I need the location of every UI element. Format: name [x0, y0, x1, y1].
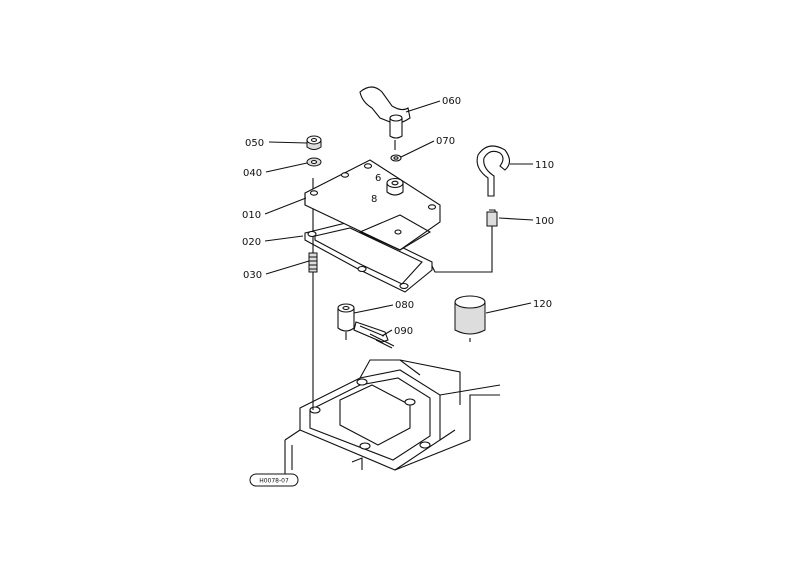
washer-070: [390, 154, 402, 162]
callout-010: 010: [242, 210, 261, 221]
lever-060: [359, 86, 411, 150]
lower-housing: [284, 359, 501, 475]
stud-030: [308, 252, 318, 273]
callout-090: 090: [394, 326, 413, 337]
callout-100: 100: [535, 216, 554, 227]
callout-040: 040: [243, 168, 262, 179]
sleeve-120: [454, 295, 486, 342]
callout-120: 120: [533, 299, 552, 310]
leader-lines: [264, 100, 534, 337]
fitting-100: [431, 209, 498, 273]
rod-090: [353, 321, 395, 349]
bushing-080: [337, 303, 355, 340]
callout-030: 030: [243, 270, 262, 281]
cover-plate-010: 6 8: [304, 159, 441, 251]
callout-050: 050: [245, 138, 264, 149]
callout-labels: 050 040 010 020 030 060 070 110 100 080 …: [242, 96, 554, 337]
callout-080: 080: [395, 300, 414, 311]
plate-mark-a: 6: [375, 173, 381, 184]
hook-110: [476, 145, 511, 197]
drawing-reference: H0078-07: [249, 473, 299, 487]
plate-mark-b: 8: [371, 194, 377, 205]
washer-040: [306, 157, 322, 167]
callout-070: 070: [436, 136, 455, 147]
nut-050: [306, 135, 322, 150]
callout-060: 060: [442, 96, 461, 107]
callout-110: 110: [535, 160, 554, 171]
drawing-ref-label: H0078-07: [259, 478, 289, 485]
callout-020: 020: [242, 237, 261, 248]
